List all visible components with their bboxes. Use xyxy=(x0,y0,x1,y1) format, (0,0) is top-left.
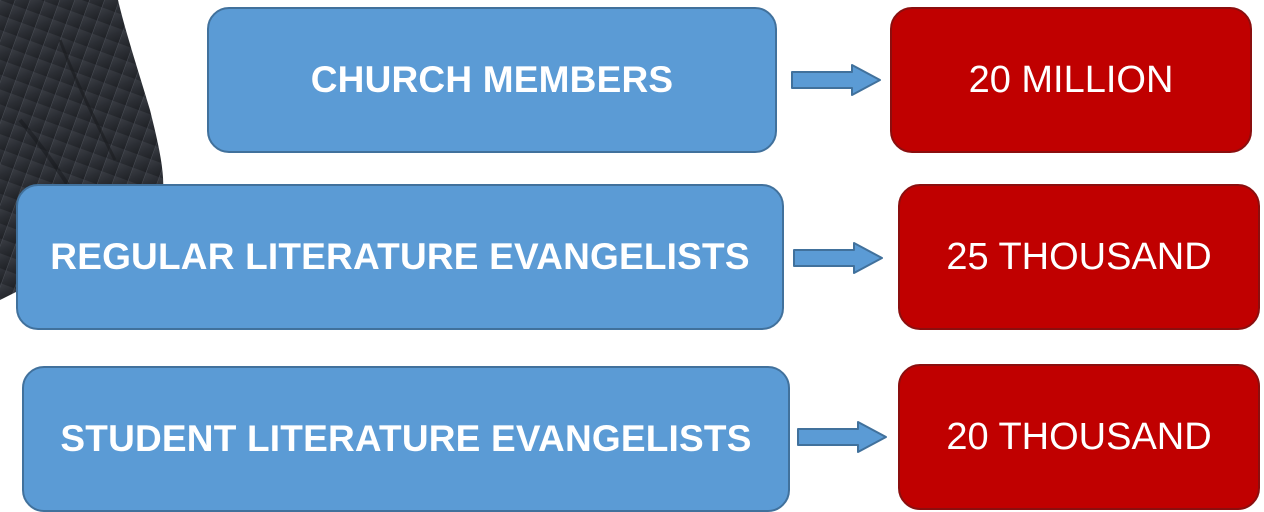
regular-literature-evangelists-label: REGULAR LITERATURE EVANGELISTS xyxy=(16,184,784,330)
church-members-value: 20 MILLION xyxy=(890,7,1252,153)
student-literature-evangelists-label: STUDENT LITERATURE EVANGELISTS xyxy=(22,366,790,512)
regular-literature-evangelists-value: 25 THOUSAND xyxy=(898,184,1260,330)
value-text: 20 THOUSAND xyxy=(946,415,1212,458)
label-text: STUDENT LITERATURE EVANGELISTS xyxy=(60,418,752,459)
church-members-label: CHURCH MEMBERS xyxy=(207,7,777,153)
label-text: CHURCH MEMBERS xyxy=(310,59,674,100)
value-text: 25 THOUSAND xyxy=(946,235,1212,278)
right-arrow-icon xyxy=(791,64,881,96)
right-arrow-icon xyxy=(797,421,887,453)
value-text: 20 MILLION xyxy=(968,58,1174,101)
student-literature-evangelists-value: 20 THOUSAND xyxy=(898,364,1260,510)
right-arrow-icon xyxy=(793,242,883,274)
label-text: REGULAR LITERATURE EVANGELISTS xyxy=(50,236,750,277)
